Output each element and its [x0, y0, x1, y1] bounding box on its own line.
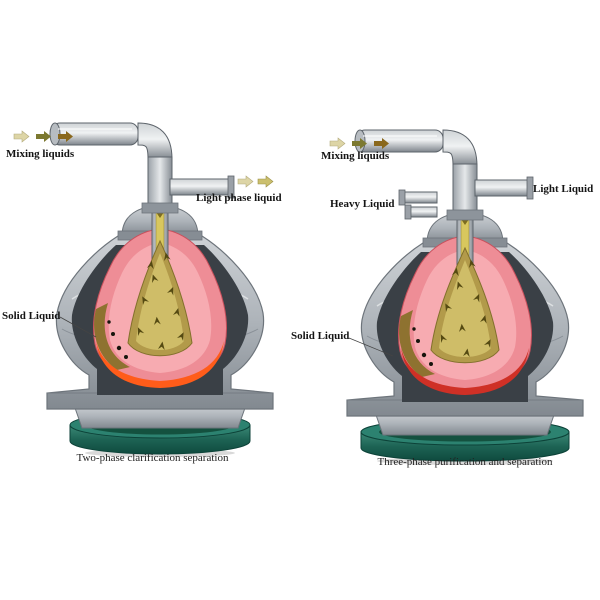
left-light-phase-liquid-label: Light phase liquid: [196, 192, 282, 204]
flow-arrow-icon: [257, 175, 274, 188]
right-caption: Three-phase purification and separation: [377, 456, 553, 468]
light-phase-outlet-pipe: [169, 175, 235, 199]
disc-stack-cone: [127, 239, 193, 357]
mixing-flow-arrows: [13, 130, 73, 143]
left-caption: Two-phase clarification separation: [76, 452, 229, 464]
right-mixing-liquids-label: Mixing liquids: [321, 150, 390, 162]
inlet-pipe: [49, 122, 179, 214]
disc-stack-cone: [430, 246, 500, 364]
flow-arrow-icon: [58, 131, 73, 142]
left-solid-liquid-label: Solid Liquid: [2, 310, 61, 322]
two-phase-separator-illustration: [13, 122, 274, 457]
light-phase-flow-arrows: [237, 175, 274, 188]
flow-arrow-icon: [13, 130, 30, 143]
solid-liquid-leader-line: [348, 337, 394, 357]
bowl-lining: [96, 341, 224, 388]
flow-arrow-icon: [329, 137, 346, 150]
collected-solids: [94, 303, 130, 370]
left-mixing-liquids-label: Mixing liquids: [6, 148, 75, 160]
light-liquid-outlet-pipe: [474, 176, 534, 200]
solid-liquid-leader-line: [59, 316, 97, 338]
three-phase-separator-illustration: [329, 129, 584, 465]
heavy-liquid-outlet-pipe: [398, 189, 438, 220]
right-heavy-liquid-label: Heavy Liquid: [330, 198, 395, 210]
particles: [440, 259, 491, 357]
particles: [137, 252, 184, 350]
collected-solids: [399, 310, 435, 377]
flow-arrow-icon: [374, 138, 389, 149]
right-solid-liquid-label: Solid Liquid: [291, 330, 350, 342]
flow-arrow-icon: [352, 138, 367, 149]
mixing-flow-arrows: [329, 137, 389, 150]
bowl-lining: [401, 348, 529, 395]
flow-arrow-icon: [36, 131, 51, 142]
flow-arrow-icon: [237, 175, 254, 188]
right-light-liquid-label: Light Liquid: [533, 183, 594, 195]
